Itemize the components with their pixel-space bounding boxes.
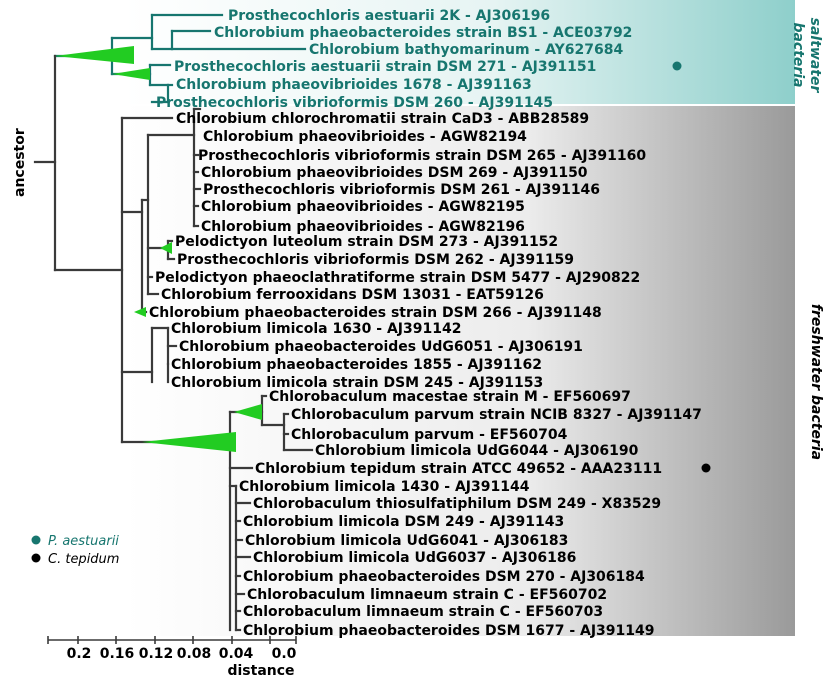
taxon-label: Chlorobium phaeovibrioides - AGW82195	[201, 199, 525, 215]
legend-label-c-tepidum: C. tepidum	[48, 552, 119, 567]
taxon-label: Chlorobium limicola 1430 - AJ391144	[239, 479, 530, 495]
distance-axis: 0.2 0.16 0.12 0.08 0.04 0.0 distance	[47, 636, 297, 679]
saltwater-band	[125, 0, 795, 104]
taxon-label: Chlorobium bathyomarinum - AY627684	[309, 42, 623, 58]
taxon-label: Prosthecochloris vibrioformis DSM 262 - …	[177, 252, 574, 268]
tick-label: 0.0	[272, 646, 297, 662]
taxon-label: Chlorobium ferrooxidans DSM 13031 - EAT5…	[161, 287, 544, 303]
taxon-label: Prosthecochloris vibrioformis DSM 260 - …	[156, 95, 553, 111]
taxon-label: Chlorobium phaeobacteroides UdG6051 - AJ…	[179, 339, 583, 355]
taxon-label: Chlorobium limicola 1630 - AJ391142	[171, 321, 461, 337]
freshwater-clade-branches	[33, 54, 314, 632]
taxon-label: Chlorobaculum limnaeum strain C - EF5607…	[247, 587, 607, 603]
wedge-macestae	[234, 404, 262, 420]
legend: P. aestuarii C. tepidum	[31, 534, 119, 567]
taxon-label: Chlorobaculum thiosulfatiphilum DSM 249 …	[253, 496, 661, 512]
taxon-label: Prosthecochloris aestuarii 2K - AJ306196	[228, 8, 550, 24]
tick-label: 0.16	[100, 646, 135, 662]
tick-label: 0.12	[139, 646, 174, 662]
ancestor-label: ancestor	[12, 128, 28, 197]
wedge-salt-root	[55, 46, 134, 64]
taxon-label: Prosthecochloris aestuarii strain DSM 27…	[174, 59, 596, 75]
taxon-label: Chlorobium tepidum strain ATCC 49652 - A…	[255, 461, 662, 477]
taxon-label: Chlorobium phaeovibrioides - AGW82194	[203, 129, 527, 145]
taxon-label: Chlorobium phaeobacteroides strain DSM 2…	[149, 305, 602, 321]
wedge-chlorobaculum	[142, 432, 236, 452]
freshwater-label: freshwater bacteria	[808, 304, 824, 460]
wedge-ds266	[134, 307, 146, 317]
taxon-label: Chlorobium limicola UdG6044 - AJ306190	[315, 443, 639, 459]
taxon-label: Pelodictyon phaeoclathratiforme strain D…	[155, 270, 640, 286]
taxon-label: Chlorobium limicola strain DSM 245 - AJ3…	[171, 375, 543, 391]
taxon-label: Chlorobium chlorochromatii strain CaD3 -…	[176, 111, 589, 127]
wedge-salt-sub	[112, 68, 150, 80]
tick-label: 0.2	[67, 646, 92, 662]
saltwater-label: saltwaterbacteria	[790, 18, 823, 94]
saltwater-label-line1: saltwater	[807, 18, 823, 94]
taxon-label: Chlorobaculum parvum strain NCIB 8327 - …	[291, 407, 702, 423]
marker-p-aestuarii	[672, 61, 682, 71]
wedge-pelodictyon	[160, 242, 172, 254]
taxon-label: Chlorobium limicola UdG6041 - AJ306183	[245, 533, 568, 549]
taxon-labels: Prosthecochloris aestuarii 2K - AJ306196…	[149, 8, 702, 639]
taxon-label: Chlorobium phaeobacteroides DSM 270 - AJ…	[243, 569, 645, 585]
taxon-label: Chlorobaculum macestae strain M - EF5606…	[269, 389, 631, 405]
taxon-label: Chlorobium phaeovibrioides DSM 269 - AJ3…	[201, 165, 588, 181]
legend-swatch-c-tepidum	[31, 553, 41, 563]
taxon-label: Chlorobium phaeobacteroides strain BS1 -…	[214, 25, 632, 41]
taxon-label: Prosthecochloris vibrioformis strain DSM…	[198, 148, 646, 164]
node-support-wedges	[55, 46, 262, 452]
taxon-label: Chlorobium phaeovibrioides 1678 - AJ3911…	[176, 77, 532, 93]
distance-label: distance	[227, 663, 294, 679]
taxon-label: Chlorobium limicola DSM 249 - AJ391143	[243, 514, 564, 530]
taxon-label: Pelodictyon luteolum strain DSM 273 - AJ…	[175, 234, 558, 250]
taxon-label: Chlorobaculum limnaeum strain C - EF5607…	[243, 604, 603, 620]
legend-swatch-p-aestuarii	[31, 535, 41, 545]
marker-c-tepidum	[701, 463, 711, 473]
taxon-label: Chlorobium limicola UdG6037 - AJ306186	[253, 550, 576, 566]
tick-label: 0.04	[219, 646, 254, 662]
legend-label-p-aestuarii: P. aestuarii	[48, 534, 119, 549]
taxon-label: Prosthecochloris vibrioformis DSM 261 - …	[203, 182, 600, 198]
taxon-label: Chlorobium phaeobacteroides 1855 - AJ391…	[171, 357, 542, 373]
tick-label: 0.08	[177, 646, 212, 662]
taxon-label: Chlorobaculum parvum - EF560704	[291, 427, 568, 443]
taxon-label: Chlorobium phaeobacteroides DSM 1677 - A…	[243, 623, 655, 639]
taxon-label: Chlorobium phaeovibrioides - AGW82196	[201, 219, 525, 235]
saltwater-label-line2: bacteria	[790, 22, 806, 87]
